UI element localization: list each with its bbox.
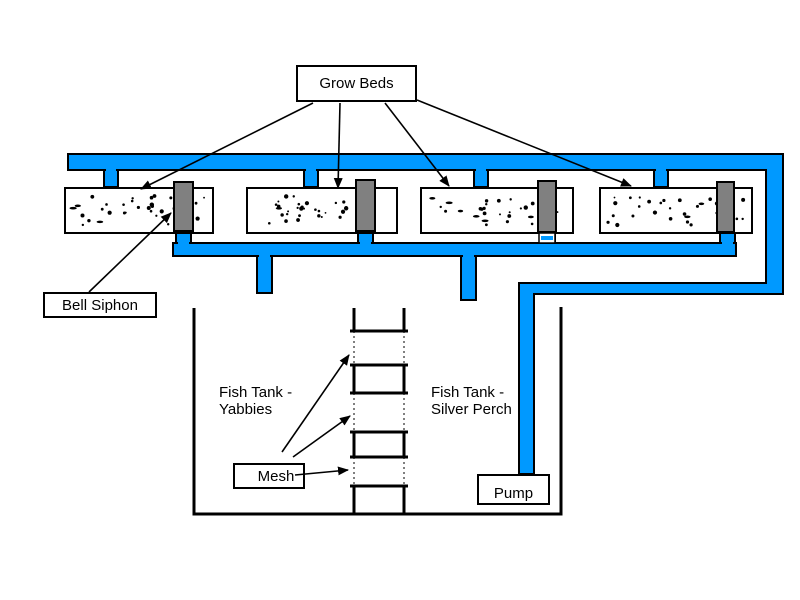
bell-siphon-1 [173, 181, 194, 232]
mesh-panel [353, 457, 405, 486]
mesh-arrow-1 [281, 354, 350, 453]
bell-siphons [173, 179, 735, 233]
mesh-panel [353, 331, 405, 365]
fish-tank-yabbies-line2: Yabbies [219, 401, 273, 418]
fish-tank-silver-perch-label: Fish Tank - Silver Perch [431, 384, 512, 418]
discharge-pipe [460, 255, 477, 301]
pipe-joints [106, 167, 733, 259]
mesh-arrow-2 [292, 415, 351, 458]
grow-beds [64, 187, 753, 234]
mesh-label-box: Mesh [233, 463, 305, 489]
grow-beds-arrow-3 [384, 102, 450, 187]
inlet-pipe [653, 169, 669, 188]
grow-beds-arrow-2 [333, 102, 343, 189]
drain-discharge-pipes [256, 255, 477, 301]
grow-beds-label: Grow Beds [319, 75, 394, 92]
bell-siphon-label-box: Bell Siphon [43, 292, 157, 318]
mesh-divider [350, 308, 408, 514]
bell-siphon-arrow [88, 212, 172, 293]
grow-bed-media-speckles [69, 194, 205, 227]
mesh-label: Mesh [257, 467, 295, 485]
discharge-pipe [256, 255, 273, 294]
fish-tank-silver-perch-line1: Fish Tank - [431, 384, 505, 401]
pipe-union-fitting [538, 232, 556, 244]
mesh-panel [353, 393, 405, 432]
inlet-pipe [103, 169, 119, 188]
annotation-arrows [88, 99, 632, 476]
fish-tank-outline [192, 307, 563, 516]
inlet-pipe [303, 169, 319, 188]
pump-label-box: Pump [477, 474, 550, 505]
fish-tank-yabbies-label: Fish Tank - Yabbies [219, 384, 292, 418]
fish-tank-yabbies-line1: Fish Tank - [219, 384, 293, 401]
fish-tank-silver-perch-line2: Silver Perch [431, 401, 512, 418]
bell-siphon-label: Bell Siphon [62, 296, 138, 314]
grow-beds-arrow-4 [416, 99, 632, 187]
grow-beds-arrow-1 [140, 102, 314, 190]
grow-beds-label-box: Grow Beds [296, 65, 417, 102]
inlet-pipe [473, 169, 489, 188]
bell-siphon-4 [716, 181, 735, 233]
bell-siphon-2 [355, 179, 376, 232]
bell-siphon-3 [537, 180, 557, 233]
drain-pipe [172, 242, 737, 257]
pump-label: Pump [493, 484, 534, 502]
